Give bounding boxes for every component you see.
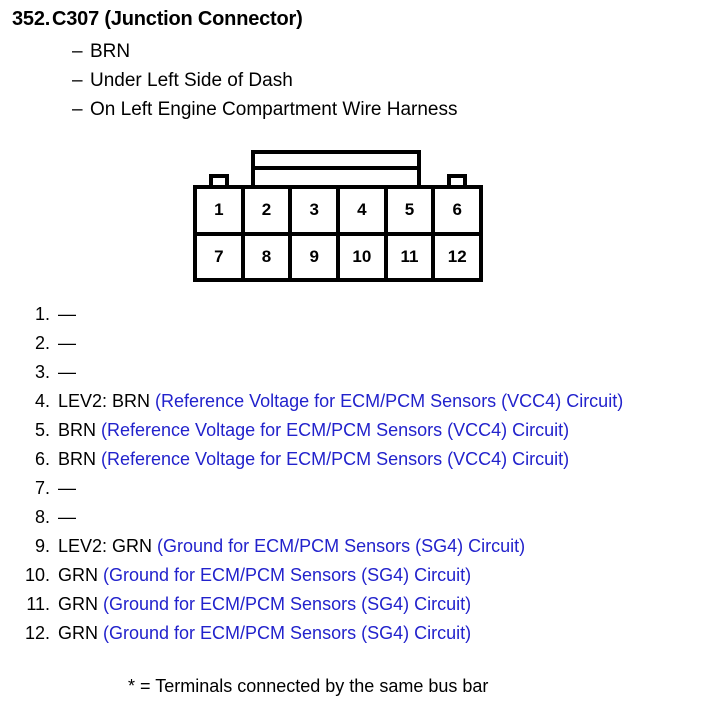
pin-number: 4.	[34, 391, 50, 411]
connector-name: C307 (Junction Connector)	[52, 8, 303, 30]
pin-cell-2: 2	[245, 189, 293, 232]
connector-body: 1 2 3 4 5 6 7 8 9 10 11 12	[193, 185, 483, 282]
dash-icon: –	[72, 99, 83, 120]
pin-number: 1.	[34, 304, 50, 324]
wire-code: —	[58, 333, 76, 353]
pin-number: 9.	[34, 536, 50, 556]
pin-cell-1: 1	[197, 189, 245, 232]
circuit-description: (Ground for ECM/PCM Sensors (SG4) Circui…	[157, 536, 526, 556]
circuit-description: (Reference Voltage for ECM/PCM Sensors (…	[101, 420, 570, 440]
table-row: 3. —	[14, 358, 714, 387]
pin-cell-8: 8	[245, 235, 293, 278]
table-row: 12. GRN (Ground for ECM/PCM Sensors (SG4…	[14, 619, 714, 648]
wire-code: BRN	[58, 420, 97, 440]
circuit-description: (Ground for ECM/PCM Sensors (SG4) Circui…	[103, 594, 472, 614]
pin-cell-11: 11	[388, 235, 436, 278]
table-row: 7. —	[14, 474, 714, 503]
table-row: 4. LEV2: BRN (Reference Voltage for ECM/…	[14, 387, 714, 416]
table-row: 10. GRN (Ground for ECM/PCM Sensors (SG4…	[14, 561, 714, 590]
footnote-bus-bar: * = Terminals connected by the same bus …	[128, 676, 489, 696]
item-number: 352.	[12, 8, 51, 30]
table-row: 5. BRN (Reference Voltage for ECM/PCM Se…	[14, 416, 714, 445]
table-row: 2. —	[14, 329, 714, 358]
wire-code: —	[58, 507, 76, 527]
wire-code: GRN	[58, 623, 98, 643]
table-row: 9. LEV2: GRN (Ground for ECM/PCM Sensors…	[14, 532, 714, 561]
circuit-description: (Reference Voltage for ECM/PCM Sensors (…	[155, 391, 624, 411]
wire-code: BRN	[58, 449, 97, 469]
list-item: – BRN	[72, 37, 712, 66]
table-row: 11. GRN (Ground for ECM/PCM Sensors (SG4…	[14, 590, 714, 619]
circuit-description: (Ground for ECM/PCM Sensors (SG4) Circui…	[103, 565, 472, 585]
pin-cell-7: 7	[197, 235, 245, 278]
attribute-label: BRN	[90, 41, 131, 62]
dash-icon: –	[72, 70, 83, 91]
pin-cell-12: 12	[447, 246, 467, 266]
pin-cell-5: 5	[388, 189, 436, 232]
pin-number: 8.	[34, 507, 50, 527]
dash-icon: –	[72, 41, 83, 62]
pin-cell-3: 3	[292, 189, 341, 232]
wire-code: GRN	[58, 594, 98, 614]
pin-cell-10: 10	[340, 235, 388, 278]
page-title: 352. C307 (Junction Connector)	[12, 8, 712, 31]
wire-code: LEV2: BRN	[58, 391, 151, 411]
table-row: 1. —	[14, 300, 714, 329]
connector-top-row: 1 2 3 4 5 6	[197, 189, 479, 236]
pin-cell-4: 4	[340, 189, 388, 232]
attribute-label: On Left Engine Compartment Wire Harness	[90, 99, 458, 120]
table-row: 6. BRN (Reference Voltage for ECM/PCM Se…	[14, 445, 714, 474]
attribute-label: Under Left Side of Dash	[90, 70, 293, 91]
pin-number: 7.	[34, 478, 50, 498]
circuit-description: (Ground for ECM/PCM Sensors (SG4) Circui…	[103, 623, 472, 643]
wire-code: GRN	[58, 565, 98, 585]
wire-code: —	[58, 362, 76, 382]
list-item: – On Left Engine Compartment Wire Harnes…	[72, 95, 712, 124]
pin-number: 11.	[26, 594, 50, 614]
pin-cell-9: 9	[292, 235, 341, 278]
connector-diagram: 1 2 3 4 5 6 7 8 9 10 11 12	[193, 150, 483, 282]
wire-code: LEV2: GRN	[58, 536, 153, 556]
pin-cell-6: 6	[452, 200, 462, 220]
table-row: 8. —	[14, 503, 714, 532]
circuit-description: (Reference Voltage for ECM/PCM Sensors (…	[101, 449, 570, 469]
list-item: – Under Left Side of Dash	[72, 66, 712, 95]
connector-bottom-row: 7 8 9 10 11 12	[197, 235, 479, 278]
pin-number: 3.	[34, 362, 50, 382]
connector-header: 352. C307 (Junction Connector) – BRN – U…	[12, 8, 712, 124]
wire-code: —	[58, 478, 76, 498]
pin-number: 5.	[34, 420, 50, 440]
pin-number: 12.	[24, 623, 50, 643]
connector-latch-tab-line	[251, 166, 421, 170]
wire-code: —	[58, 304, 76, 324]
pin-number: 2.	[34, 333, 50, 353]
pin-number: 10.	[24, 565, 50, 585]
pin-assignment-list: 1. — 2. — 3. — 4. LEV2: BRN (Reference V…	[14, 300, 714, 648]
pin-number: 6.	[34, 449, 50, 469]
connector-attributes-list: – BRN – Under Left Side of Dash – On Lef…	[12, 37, 712, 124]
